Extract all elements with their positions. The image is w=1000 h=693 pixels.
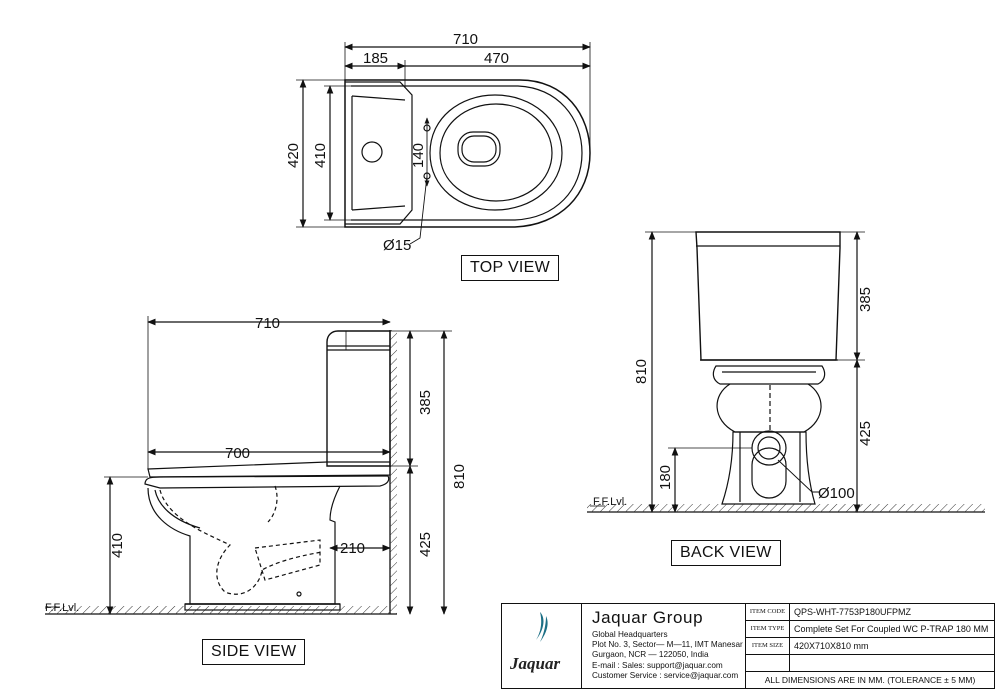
tolerance-note: ALL DIMENSIONS ARE IN MM. (TOLERANCE ± 5… — [764, 675, 976, 685]
item-details: ITEM CODE QPS-WHT-7753P180UFPMZ ITEM TYP… — [746, 604, 994, 672]
back-dim-810: 810 — [633, 359, 650, 384]
company-info: Jaquar Group Global Headquarters Plot No… — [582, 604, 746, 688]
item-type-row: ITEM TYPE Complete Set For Coupled WC P-… — [746, 621, 994, 638]
side-dim-210: 210 — [340, 540, 365, 557]
back-tank — [695, 231, 841, 361]
back-pedestal — [721, 431, 816, 505]
logo-wordmark: Jaquar — [510, 654, 561, 673]
top-dim-710: 710 — [453, 31, 478, 48]
side-view-drawing — [45, 316, 452, 615]
item-size-row: ITEM SIZE 420X710X810 mm — [746, 638, 994, 655]
item-type-value: Complete Set For Coupled WC P-TRAP 180 M… — [794, 624, 989, 634]
company-logo: Jaquar — [502, 604, 582, 688]
side-dim-700: 700 — [225, 445, 250, 462]
address-line: E-mail : Sales: support@jaquar.com — [592, 660, 723, 670]
top-dim-420: 420 — [285, 143, 302, 168]
back-dim-425: 425 — [857, 421, 874, 446]
title-block: Jaquar Jaquar Group Global Headquarters … — [501, 603, 995, 689]
item-code-row: ITEM CODE QPS-WHT-7753P180UFPMZ — [746, 604, 994, 621]
top-dim-140: 140 — [410, 143, 427, 168]
address-line: Plot No. 3, Sector— M—11, IMT Manesar — [592, 640, 743, 650]
logo-mark-icon — [536, 612, 548, 642]
back-bowl — [716, 383, 822, 433]
top-dim-185: 185 — [363, 50, 388, 67]
side-view-label: SIDE VIEW — [202, 639, 306, 665]
item-size-value: 420X710X810 mm — [794, 641, 869, 651]
top-view-label: TOP VIEW — [461, 255, 560, 281]
top-view-drawing — [296, 42, 591, 245]
top-bowl — [429, 94, 563, 211]
item-code-label: ITEM CODE — [746, 604, 790, 620]
bowl-outlet — [457, 131, 501, 167]
side-seat — [147, 461, 391, 478]
item-code-value: QPS-WHT-7753P180UFPMZ — [794, 607, 912, 617]
address-line: Customer Service : service@jaquar.com — [592, 670, 739, 680]
top-dim-470: 470 — [484, 50, 509, 67]
top-dim-410: 410 — [312, 143, 329, 168]
item-type-label: ITEM TYPE — [746, 621, 790, 637]
side-dim-810: 810 — [451, 464, 468, 489]
side-floor-label: F.F.Lvl. — [45, 602, 79, 614]
side-bowl — [147, 485, 341, 605]
side-dim-710: 710 — [255, 315, 280, 332]
blank-row — [746, 655, 994, 672]
side-dim-425: 425 — [417, 532, 434, 557]
back-dim-180: 180 — [657, 465, 674, 490]
side-tank — [326, 330, 391, 467]
top-tank — [345, 81, 413, 225]
back-view-label: BACK VIEW — [671, 540, 781, 566]
blank-label — [746, 655, 790, 671]
back-floor-label: F.F.Lvl. — [593, 496, 627, 508]
top-outline — [344, 79, 591, 228]
back-view-drawing — [587, 231, 985, 513]
flush-button — [361, 141, 383, 163]
address-line: Gurgaon, NCR — 122050, India — [592, 650, 709, 660]
side-dim-410: 410 — [109, 533, 126, 558]
item-size-label: ITEM SIZE — [746, 638, 790, 654]
address-line: Global Headquarters — [592, 630, 668, 639]
back-dim-outlet-dia: Ø100 — [818, 485, 855, 502]
back-dim-385: 385 — [857, 287, 874, 312]
side-dim-385: 385 — [417, 390, 434, 415]
company-name: Jaquar Group — [592, 608, 704, 627]
top-dim-bolt-hole: Ø15 — [383, 237, 411, 254]
